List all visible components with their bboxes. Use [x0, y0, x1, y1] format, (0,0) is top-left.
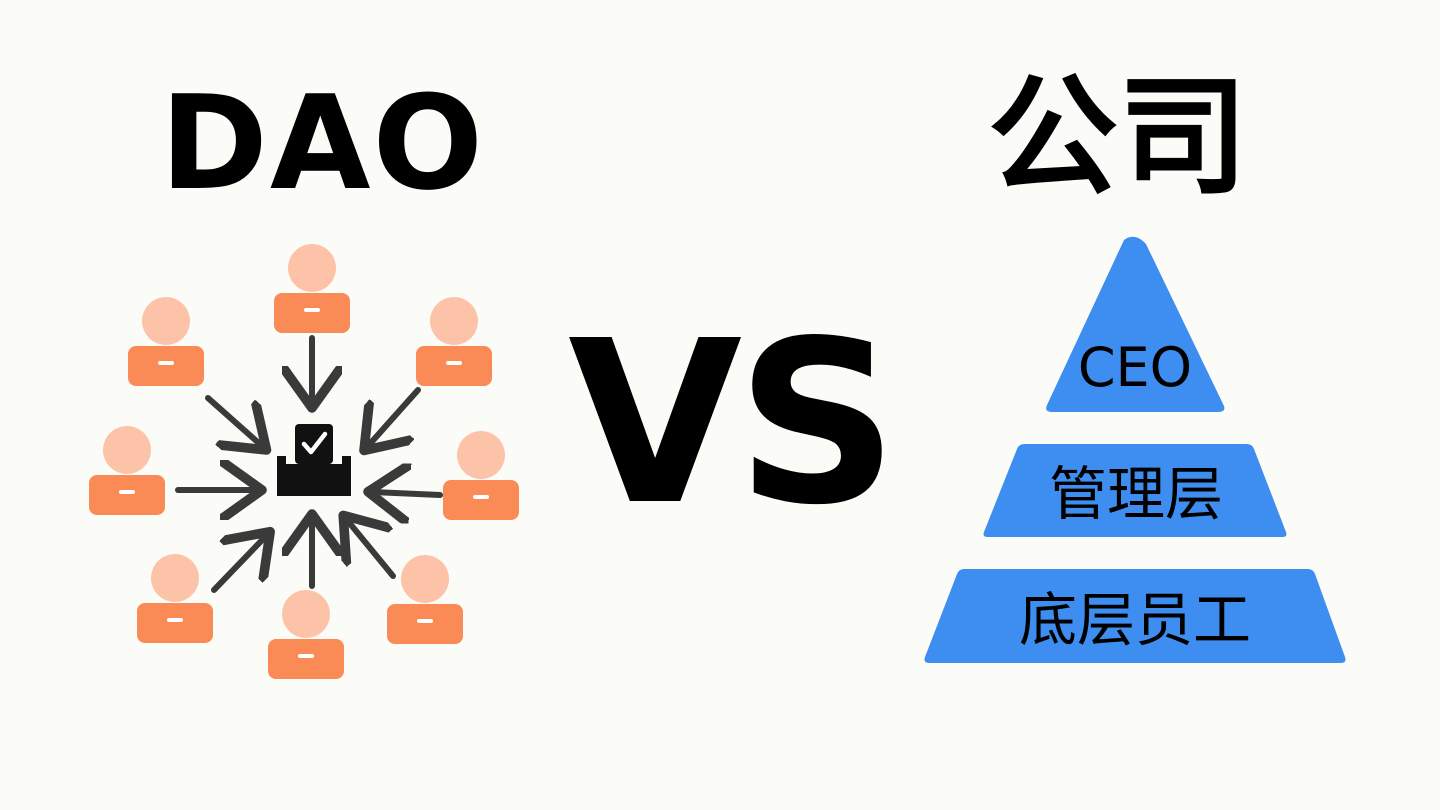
person-icon — [268, 590, 344, 679]
person-icon — [387, 555, 463, 644]
pyramid-tier-management — [983, 444, 1287, 537]
pyramid-tier-ceo — [1046, 236, 1225, 412]
arrow — [368, 387, 421, 446]
tier-label-management: 管理层 — [1049, 460, 1223, 528]
arrow — [211, 536, 266, 593]
person-icon — [137, 554, 213, 643]
company-pyramid: CEO 管理层 底层员工 — [924, 236, 1346, 663]
company-title: 公司 — [988, 61, 1249, 213]
dao-title: DAO — [160, 67, 486, 219]
tier-label-staff: 底层员工 — [1019, 586, 1251, 654]
dao-members — [89, 244, 519, 679]
person-icon — [443, 431, 519, 520]
vote-arrows — [175, 335, 443, 593]
tier-label-ceo: CEO — [1078, 336, 1192, 399]
person-icon — [128, 297, 204, 386]
person-icon — [89, 426, 165, 515]
arrow — [347, 520, 396, 579]
ballot-box-icon — [277, 424, 351, 496]
person-icon — [274, 244, 350, 333]
pyramid-tier-staff — [924, 569, 1346, 663]
person-icon — [416, 297, 492, 386]
arrow — [374, 492, 443, 495]
vs-label: VS — [568, 293, 898, 555]
arrow — [205, 395, 262, 446]
